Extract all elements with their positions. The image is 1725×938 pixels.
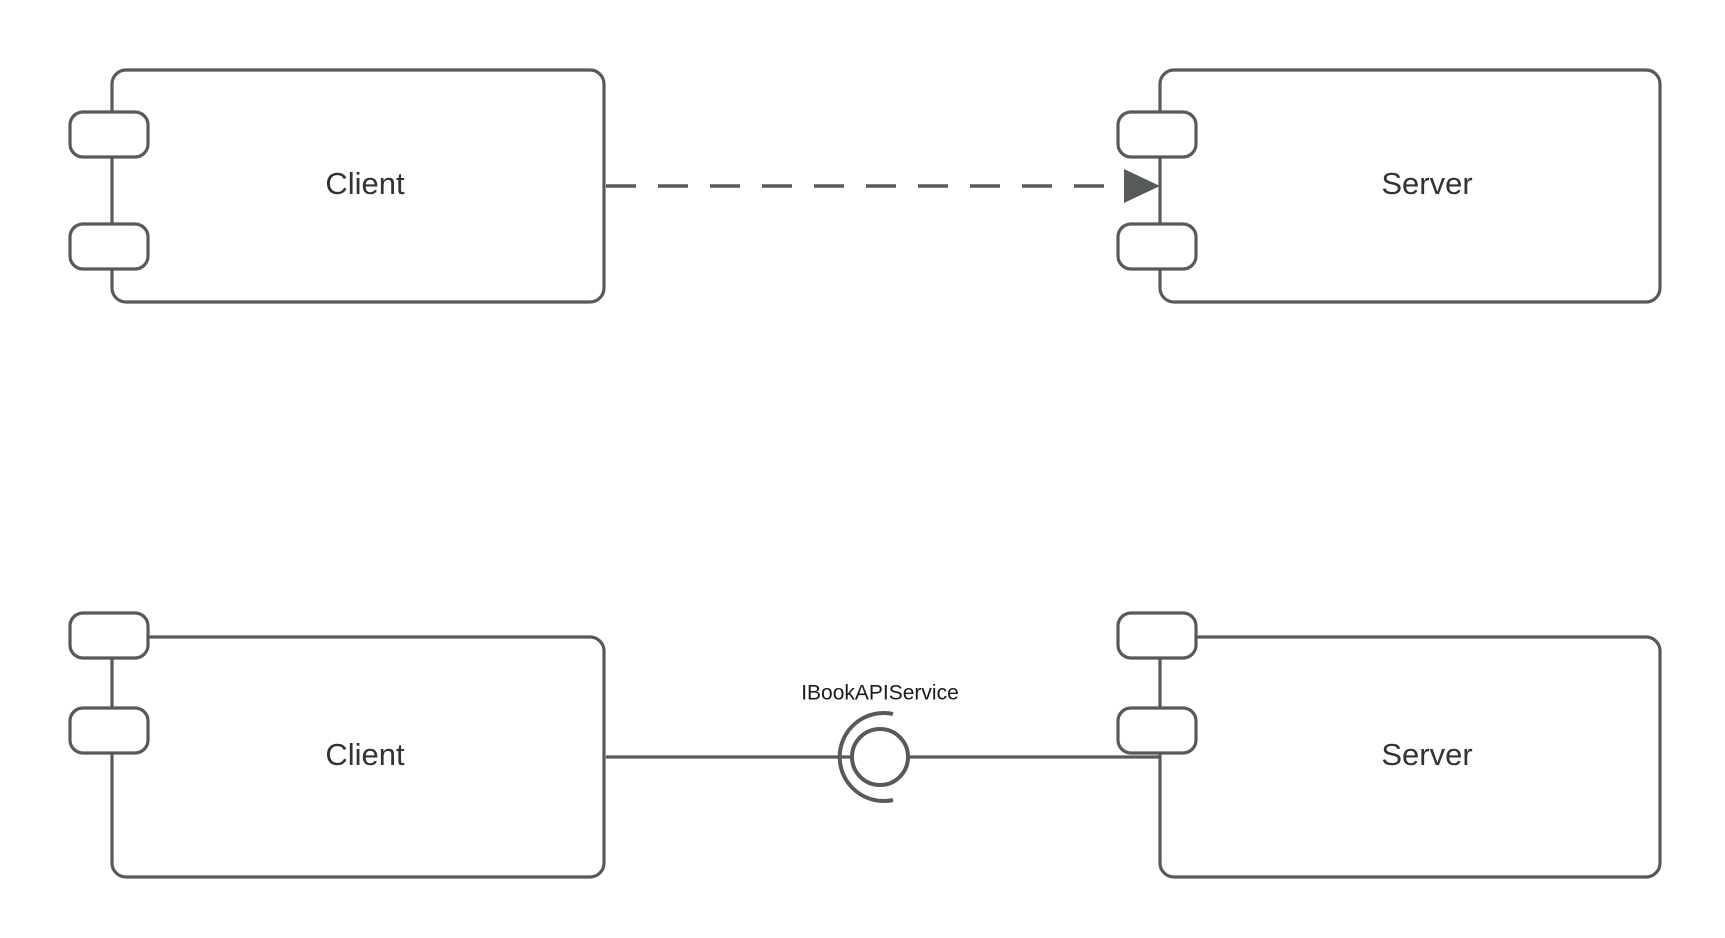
component-top-client-label: Client (325, 166, 405, 201)
component-bottom-client-body[interactable] (110, 635, 606, 879)
component-bottom-client-label: Client (325, 737, 405, 772)
component-bottom-server-port-lower[interactable] (1116, 706, 1198, 755)
dependency-arrow-head-icon (1124, 169, 1160, 203)
component-bottom-client-port-upper[interactable] (68, 611, 150, 660)
component-bottom-server-label: Server (1381, 737, 1472, 772)
component-bottom-server-port-upper[interactable] (1116, 611, 1198, 660)
required-interface-socket-icon (837, 711, 894, 803)
component-top-server[interactable]: Server (1116, 68, 1662, 304)
component-bottom-client[interactable]: Client (68, 611, 606, 879)
connector-dependency-dashed[interactable] (606, 169, 1160, 203)
component-top-client-body[interactable] (110, 68, 606, 304)
component-top-server-label: Server (1381, 166, 1472, 201)
connector-assembly[interactable]: IBookAPIService (606, 682, 1160, 803)
component-top-client[interactable]: Client (68, 68, 606, 304)
component-bottom-server-body[interactable] (1158, 635, 1662, 879)
component-bottom-server[interactable]: Server (1116, 611, 1662, 879)
component-top-server-body[interactable] (1158, 68, 1662, 304)
component-bottom-client-port-lower[interactable] (68, 706, 150, 755)
component-top-server-port-upper[interactable] (1116, 110, 1198, 159)
component-top-client-port-upper[interactable] (68, 110, 150, 159)
provided-interface-ball-icon (850, 727, 910, 787)
component-top-client-port-lower[interactable] (68, 222, 150, 271)
component-top-server-port-lower[interactable] (1116, 222, 1198, 271)
interface-name-label: IBookAPIService (801, 682, 959, 705)
